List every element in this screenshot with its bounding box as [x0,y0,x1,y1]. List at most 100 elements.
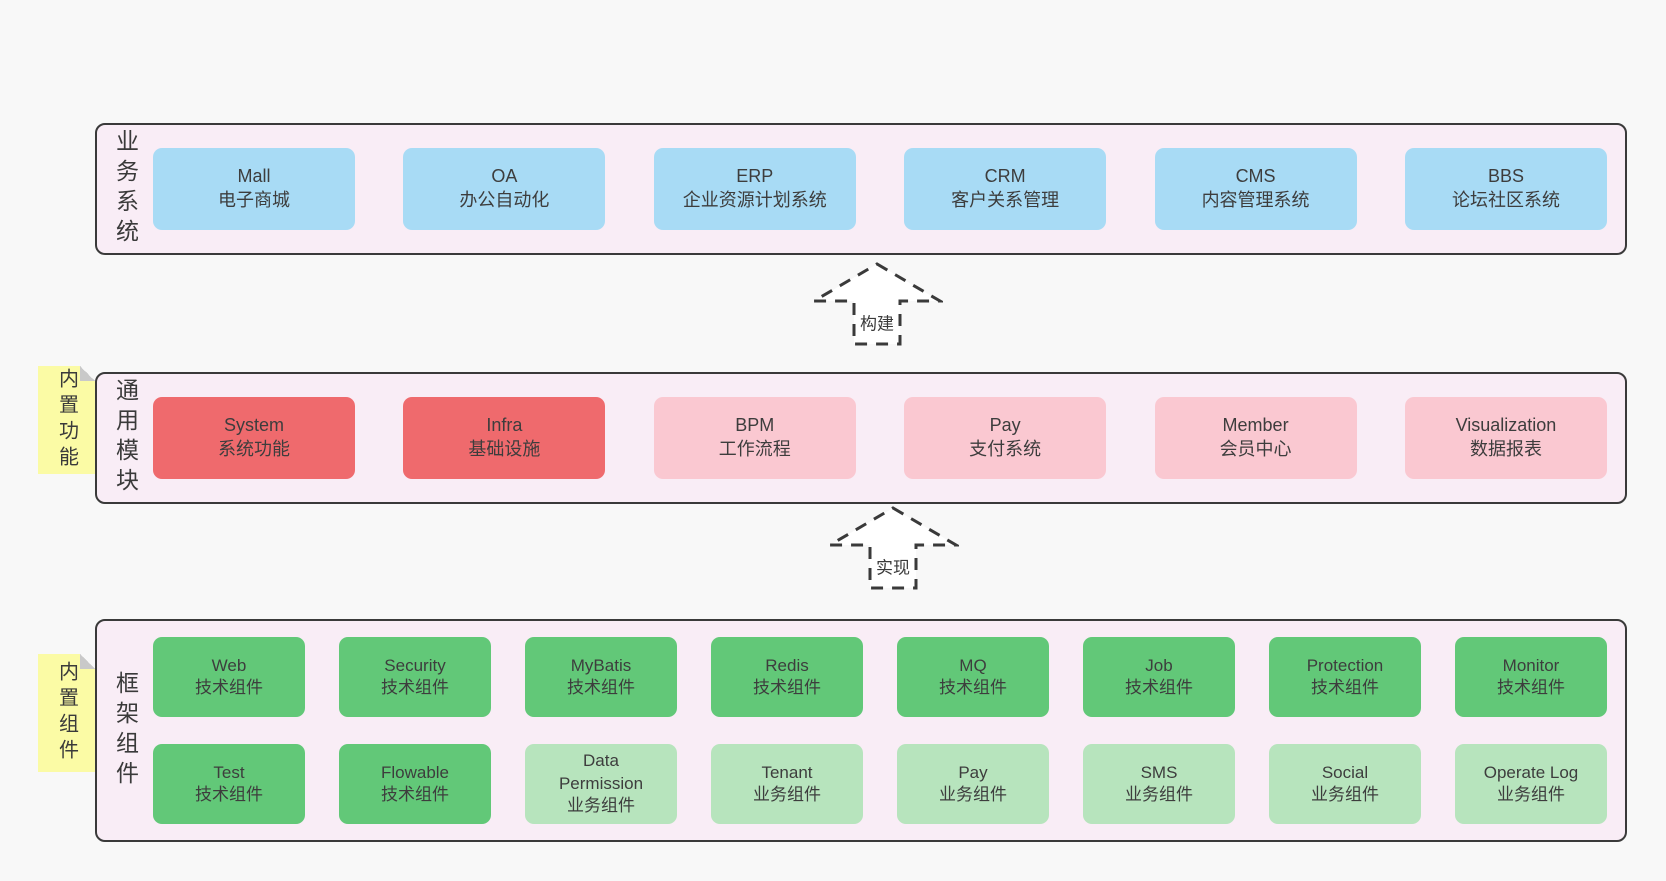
sticky-note-text: 内置功能 [55,368,78,472]
box-bbs: BBS 论坛社区系统 [1404,148,1607,230]
box-social: Social 业务组件 [1269,744,1421,824]
box-subtitle: 企业资源计划系统 [682,190,827,210]
box-system: System 系统功能 [153,397,355,479]
box-subtitle: 技术组件 [753,678,821,697]
layer-common-modules: 通用模块 System 系统功能 Infra 基础设施 BPM 工作流程 Pay [95,372,1627,504]
box-title: Protection [1306,655,1384,675]
box-title: Tenant [761,762,813,782]
box-subtitle: 系统功能 [218,439,290,459]
layer-modules-content: System 系统功能 Infra 基础设施 BPM 工作流程 Pay 支付系统… [153,374,1625,502]
layer-components-content: Web 技术组件 Security 技术组件 MyBatis 技术组件 Redi… [153,621,1625,840]
box-title: ERP [736,166,774,187]
box-title: CRM [984,166,1026,187]
box-title: Pay [958,762,988,782]
components-box-row-1: Web 技术组件 Security 技术组件 MyBatis 技术组件 Redi… [153,637,1607,717]
components-box-row-2: Test 技术组件 Flowable 技术组件 Data Permission … [153,744,1607,824]
business-box-row: Mall 电子商城 OA 办公自动化 ERP 企业资源计划系统 CRM 客户关系… [153,148,1607,230]
box-subtitle: 业务组件 [1497,785,1565,804]
box-title: Social [1321,762,1369,782]
box-subtitle: 业务组件 [567,796,635,816]
box-subtitle: 业务组件 [753,785,821,804]
box-title: Data Permission [558,751,644,793]
layer-label-text: 业务系统 [112,129,139,249]
dashed-up-arrow-shape [827,506,959,590]
layer-business-content: Mall 电子商城 OA 办公自动化 ERP 企业资源计划系统 CRM 客户关系… [153,125,1625,253]
box-subtitle: 数据报表 [1469,439,1542,459]
box-title: SMS [1140,762,1178,782]
sticky-note-text: 内置组件 [55,661,78,765]
box-protection: Protection 技术组件 [1269,637,1421,717]
box-member: Member 会员中心 [1154,397,1357,479]
layer-label-components: 框架组件 [97,621,153,840]
layer-label-business: 业务系统 [97,125,153,253]
implement-arrow-label: 实现 [873,553,913,579]
box-subtitle: 办公自动化 [459,190,550,210]
box-subtitle: 技术组件 [939,678,1007,697]
box-redis: Redis 技术组件 [711,637,863,717]
box-subtitle: 会员中心 [1219,439,1292,459]
box-subtitle: 工作流程 [718,439,791,459]
build-arrow-up-icon: 构建 [811,261,943,347]
box-crm: CRM 客户关系管理 [904,148,1107,230]
box-subtitle: 技术组件 [195,785,263,804]
box-security: Security 技术组件 [339,637,491,717]
implement-arrow-up-icon: 实现 [827,505,959,591]
box-subtitle: 支付系统 [969,439,1042,459]
box-sms: SMS 业务组件 [1083,744,1235,824]
box-subtitle: 技术组件 [195,678,263,697]
box-subtitle: 业务组件 [1125,785,1193,804]
layer-label-text: 通用模块 [112,378,139,498]
build-arrow-label: 构建 [857,309,897,335]
box-subtitle: 技术组件 [567,678,635,697]
box-title: Member [1222,415,1289,436]
box-subtitle: 技术组件 [381,678,449,697]
box-title: BPM [735,415,775,436]
box-title: BBS [1487,166,1524,187]
box-subtitle: 技术组件 [1497,678,1565,697]
box-subtitle: 客户关系管理 [951,190,1060,210]
box-title: Job [1145,655,1173,675]
box-title: Operate Log [1483,762,1579,782]
box-flowable: Flowable 技术组件 [339,744,491,824]
box-test: Test 技术组件 [153,744,305,824]
sticky-fold-corner-icon [80,366,95,381]
box-oa: OA 办公自动化 [403,148,606,230]
box-visualization: Visualization 数据报表 [1404,397,1607,479]
box-mybatis: MyBatis 技术组件 [525,637,677,717]
box-infra: Infra 基础设施 [403,397,606,479]
box-title: OA [491,166,518,187]
box-job: Job 技术组件 [1083,637,1235,717]
box-operate-log: Operate Log 业务组件 [1455,744,1607,824]
layer-label-modules: 通用模块 [97,374,153,502]
dashed-up-arrow-shape [811,262,943,346]
sticky-note-builtin-features: 内置功能 [38,366,95,474]
box-title: Visualization [1455,415,1557,436]
box-pay: Pay 支付系统 [904,397,1107,479]
modules-box-row: System 系统功能 Infra 基础设施 BPM 工作流程 Pay 支付系统… [153,397,1607,479]
box-title: MyBatis [570,655,632,675]
box-title: Pay [989,415,1021,436]
box-title: MQ [959,655,987,675]
box-subtitle: 业务组件 [939,785,1007,804]
box-subtitle: 技术组件 [1125,678,1193,697]
box-subtitle: 电子商城 [218,190,290,210]
layer-business-systems: 业务系统 Mall 电子商城 OA 办公自动化 ERP 企业资源计划系统 CRM [95,123,1627,255]
box-erp: ERP 企业资源计划系统 [653,148,856,230]
box-web: Web 技术组件 [153,637,305,717]
box-subtitle: 技术组件 [1311,678,1379,697]
box-title: Test [213,762,245,782]
layer-framework-components: 框架组件 Web 技术组件 Security 技术组件 MyBatis 技术组件… [95,619,1627,842]
box-subtitle: 业务组件 [1311,785,1379,804]
box-title: CMS [1235,166,1276,187]
box-mall: Mall 电子商城 [153,148,355,230]
box-subtitle: 内容管理系统 [1201,190,1310,210]
box-mq: MQ 技术组件 [897,637,1049,717]
box-title: Monitor [1502,655,1560,675]
box-data-permission: Data Permission 业务组件 [525,744,677,824]
box-title: Flowable [380,762,450,782]
sticky-fold-corner-icon [80,654,95,669]
sticky-note-builtin-components: 内置组件 [38,654,95,772]
box-bpm: BPM 工作流程 [653,397,856,479]
box-cms: CMS 内容管理系统 [1154,148,1357,230]
